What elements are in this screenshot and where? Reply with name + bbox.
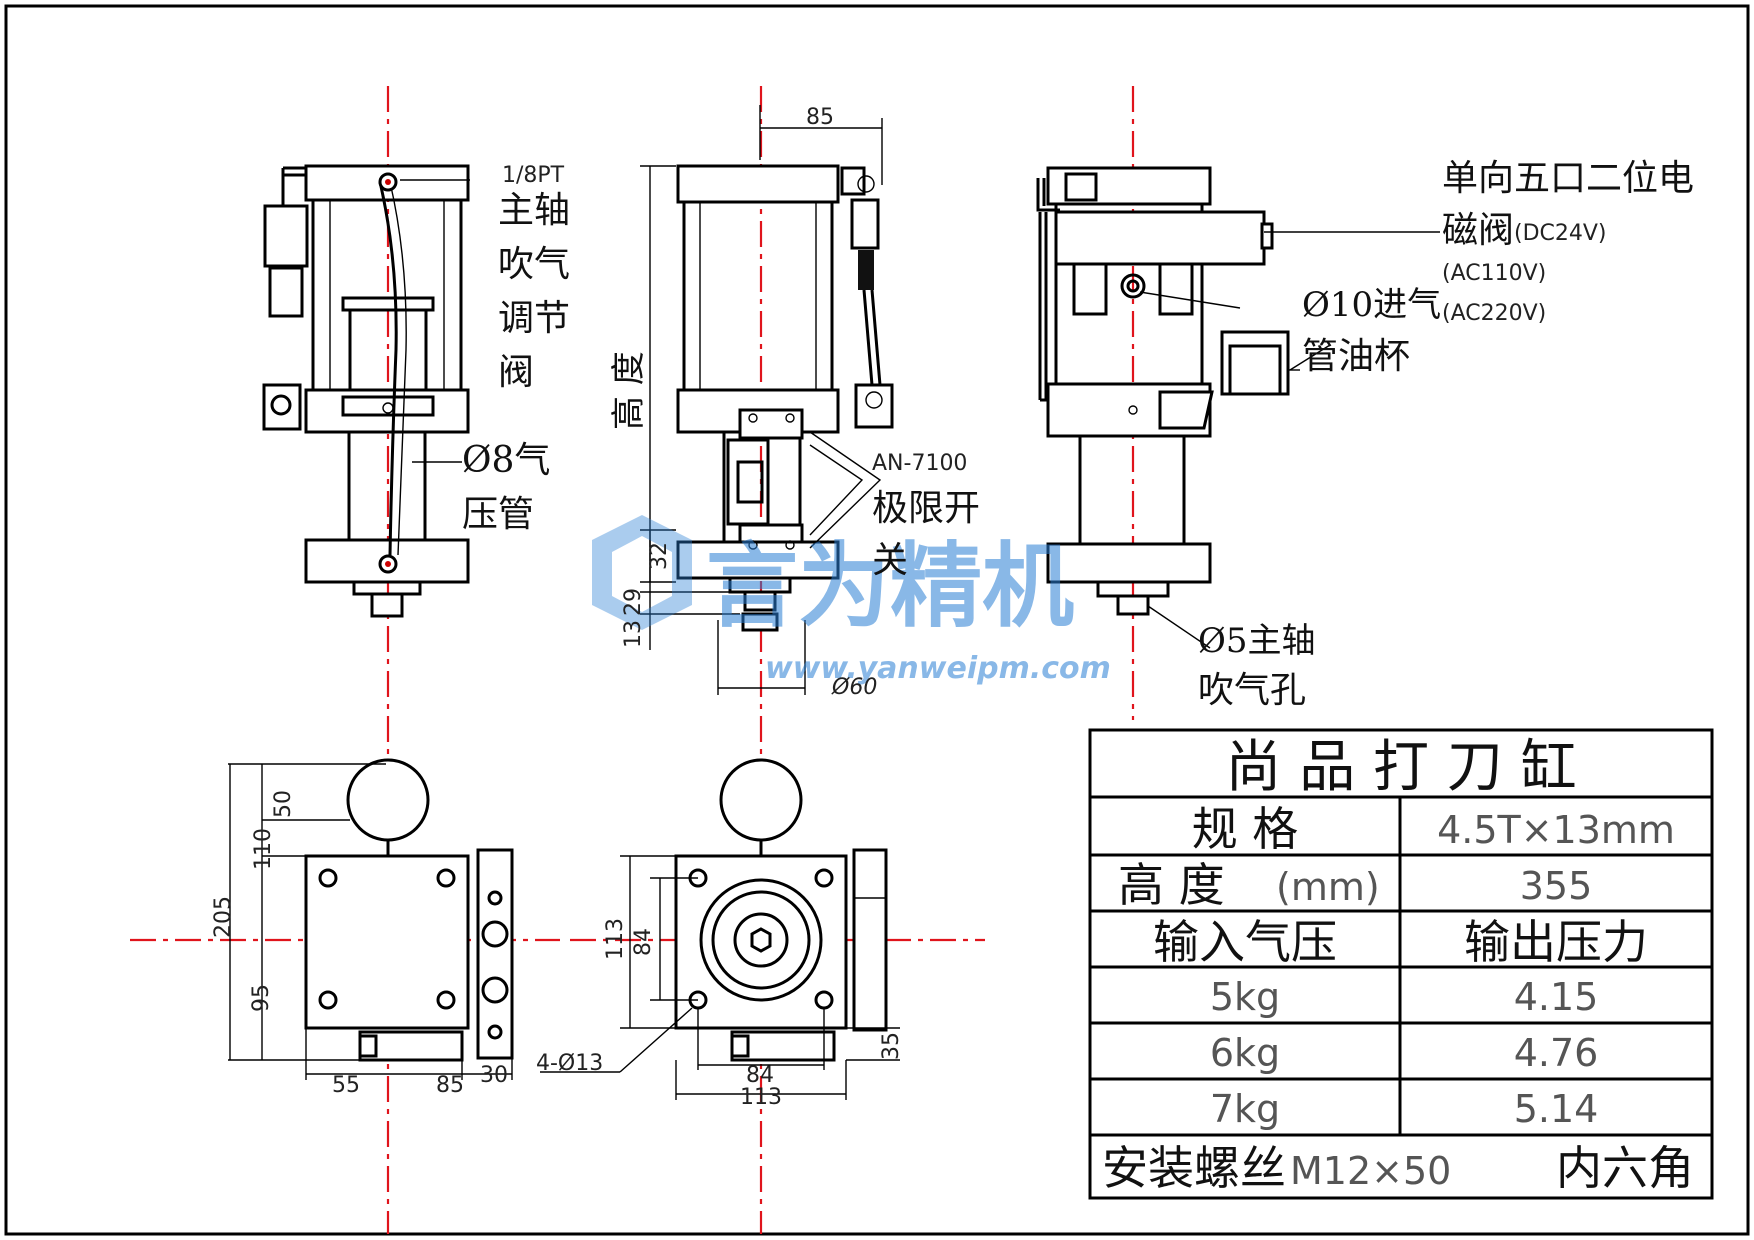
callouts: 1/8PT 主轴 吹气 调节 阀 Ø8气 压管 高 度 AN-7100 极限开 … (462, 158, 1694, 1076)
dim-85-top: 85 (806, 105, 834, 130)
solenoid-valve-line2: 磁阀 (1442, 210, 1514, 251)
dim-84-vertical: 84 (631, 928, 656, 956)
side-view-middle (640, 105, 894, 695)
limit-switch-model: AN-7100 (872, 451, 967, 476)
air-pipe-line1: Ø8气 (462, 440, 550, 481)
solenoid-valve-line1: 单向五口二位电 (1442, 158, 1694, 199)
row-output-header: 输出压力 (1464, 915, 1648, 969)
dim-29: 29 (621, 588, 646, 616)
watermark-logo-icon (592, 515, 692, 630)
watermark-url: www.yanweipm.com (765, 651, 1111, 686)
dim-113-vertical: 113 (603, 918, 628, 960)
watermark: 言为精机 www.yanweipm.com (592, 515, 1111, 686)
height-label: 高 度 (609, 351, 649, 430)
voltage-ac110: (AC110V) (1442, 261, 1546, 286)
limit-switch-line2: 关 (872, 540, 908, 581)
drawing-frame (4, 4, 1750, 1236)
spindle-blow-hole-line2: 吹气孔 (1198, 670, 1306, 711)
table-title: 尚 品 打 刀 缸 (1225, 735, 1576, 800)
inlet-pipe-label: Ø10进气 (1302, 285, 1441, 325)
dim-110: 110 (251, 828, 276, 870)
top-view-left (228, 758, 514, 1080)
row-input-header: 输入气压 (1153, 915, 1337, 969)
row-height-unit: (mm) (1276, 865, 1380, 909)
row-5kg-value: 4.15 (1514, 975, 1599, 1019)
voltage-dc24: (DC24V) (1514, 221, 1607, 246)
side-view-right (1036, 166, 1440, 649)
dim-30: 30 (480, 1063, 508, 1088)
spindle-blow-valve-line1: 主轴 (498, 190, 570, 231)
oil-cup-label: 管油杯 (1302, 336, 1410, 377)
dim-35: 35 (879, 1032, 904, 1060)
limit-switch-line1: 极限开 (872, 488, 980, 529)
dim-85-bottom: 85 (436, 1073, 464, 1098)
voltage-ac220: (AC220V) (1442, 301, 1546, 326)
row-height-label: 高 度 (1118, 858, 1225, 912)
spindle-blow-valve-line4: 阀 (498, 352, 534, 393)
row-7kg-label: 7kg (1210, 1087, 1280, 1131)
watermark-text: 言为精机 (706, 533, 1074, 640)
dim-50: 50 (271, 790, 296, 818)
row-spec-value: 4.5T×13mm (1437, 808, 1675, 852)
row-5kg-label: 5kg (1210, 975, 1280, 1019)
air-pipe-line2: 压管 (462, 494, 534, 535)
dim-205: 205 (211, 896, 236, 938)
front-view-left (262, 164, 470, 618)
dim-13: 13 (621, 620, 646, 648)
dim-84-horizontal: 84 (746, 1063, 774, 1088)
top-view-middle (540, 758, 900, 1100)
dimensions: 85 32 29 13 Ø60 50 110 205 95 55 85 30 1… (211, 105, 904, 1110)
footer-screw-size: M12×50 (1290, 1149, 1451, 1193)
footer-hex-socket: 内六角 (1556, 1141, 1694, 1195)
row-7kg-value: 5.14 (1514, 1087, 1599, 1131)
dim-60: Ø60 (831, 675, 877, 700)
row-6kg-label: 6kg (1210, 1031, 1280, 1075)
dim-55: 55 (332, 1073, 360, 1098)
dim-113-horizontal: 113 (740, 1085, 782, 1110)
footer-install-screw: 安装螺丝 (1102, 1141, 1286, 1195)
dim-32: 32 (647, 542, 672, 570)
spec-table: 尚 品 打 刀 缸 规 格 4.5T×13mm 高 度 (mm) 355 输入气… (1088, 728, 1714, 1200)
spindle-blow-valve-line2: 吹气 (498, 244, 570, 285)
row-6kg-value: 4.76 (1514, 1031, 1599, 1075)
spindle-blow-hole-line1: Ø5主轴 (1198, 621, 1316, 661)
spindle-blow-valve-line3: 调节 (498, 298, 570, 339)
mount-holes-label: 4-Ø13 (536, 1051, 603, 1076)
dim-95: 95 (249, 984, 274, 1012)
pt-label: 1/8PT (502, 163, 565, 188)
row-height-value: 355 (1520, 864, 1593, 908)
row-spec-label: 规 格 (1192, 802, 1299, 856)
